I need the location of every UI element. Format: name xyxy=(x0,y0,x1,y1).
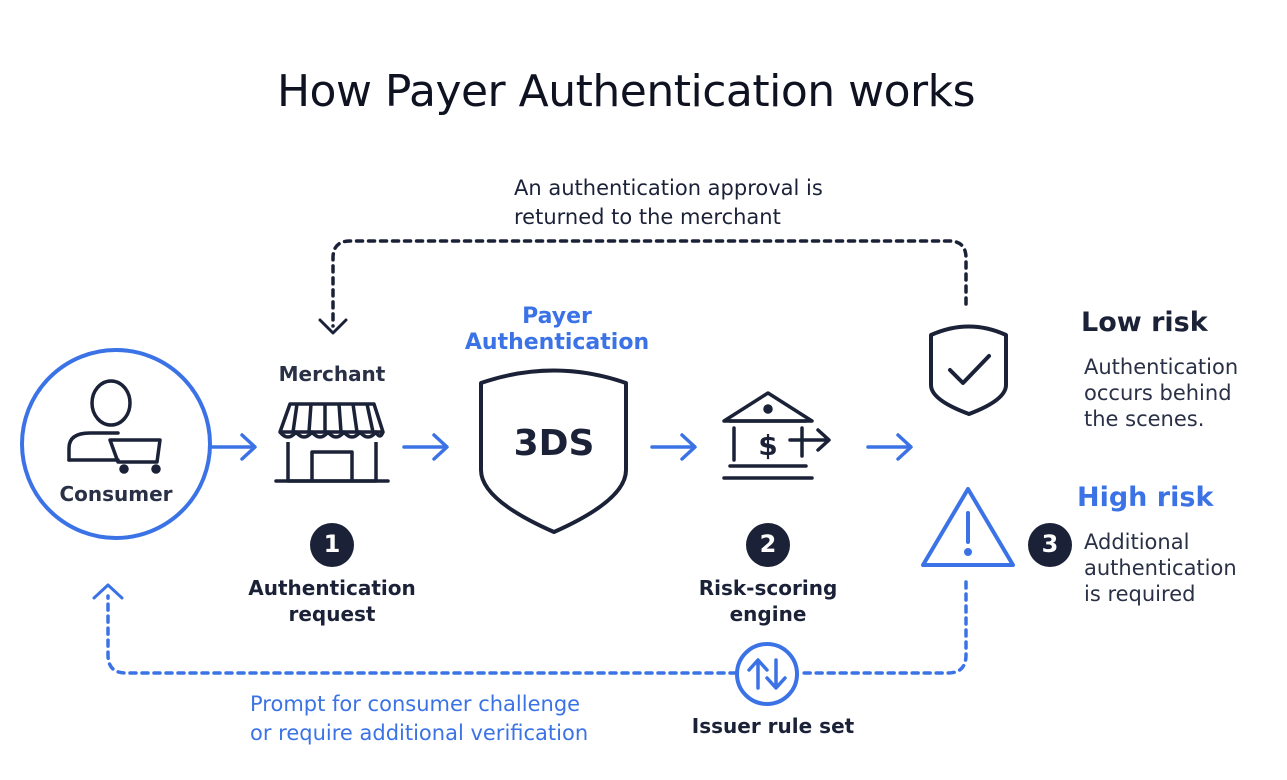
swap-vertical-icon xyxy=(747,658,787,690)
approval-note-line-1: An authentication approval is xyxy=(514,176,823,200)
warning-triangle-icon xyxy=(921,487,1015,567)
challenge-note-line-1: Prompt for consumer challenge xyxy=(250,692,581,716)
step-3-circle xyxy=(1028,523,1072,567)
high-risk-line-2: authentication xyxy=(1084,556,1237,580)
low-risk-line-3: the scenes. xyxy=(1084,407,1205,431)
shield-icon xyxy=(479,368,628,534)
flow-arrow-2 xyxy=(402,433,449,461)
flow-arrow-4 xyxy=(866,433,913,461)
issuer-label: Issuer rule set xyxy=(691,714,855,738)
low-risk-line-2: occurs behind xyxy=(1084,381,1232,405)
diagram-title: How Payer Authentication works xyxy=(276,66,976,117)
issuer-circle xyxy=(735,642,799,706)
low-risk-line-1: Authentication xyxy=(1084,355,1239,379)
approval-return-arrowhead xyxy=(318,318,348,335)
high-risk-line-1: Additional xyxy=(1084,530,1190,554)
step-1-label-line-2: request xyxy=(288,602,376,626)
high-risk-heading: High risk xyxy=(1077,482,1214,513)
approval-return-path xyxy=(331,239,968,328)
flow-arrow-3 xyxy=(650,433,697,461)
step-1-label-line-1: Authentication xyxy=(248,576,416,600)
challenge-note: Prompt for consumer challenge or require… xyxy=(250,690,588,748)
step-2-circle xyxy=(746,523,790,567)
consumer-circle xyxy=(20,348,212,540)
step-2-label-line-2: engine xyxy=(729,602,807,626)
3ds-badge: 3DS xyxy=(513,423,595,464)
svg-text:$: $ xyxy=(758,429,777,462)
step-1-label: Authentication request xyxy=(222,575,442,627)
low-risk-heading: Low risk xyxy=(1081,307,1208,338)
high-risk-line-3: is required xyxy=(1084,582,1196,606)
consumer-label: Consumer xyxy=(59,482,173,506)
storefront-icon xyxy=(274,402,390,483)
step-2-label: Risk-scoring engine xyxy=(668,575,868,627)
challenge-arrowhead xyxy=(92,583,124,600)
step-3-number: 3 xyxy=(1041,530,1059,558)
payer-auth-label: Payer Authentication xyxy=(454,304,660,356)
person-cart-icon xyxy=(67,379,162,474)
step-2-label-line-1: Risk-scoring xyxy=(698,576,838,600)
low-risk-description: Authentication occurs behind the scenes. xyxy=(1084,354,1238,432)
challenge-note-line-2: or require additional verification xyxy=(250,721,589,745)
step-2-number: 2 xyxy=(759,530,777,558)
flow-arrow-1 xyxy=(210,433,257,461)
approval-note-line-2: returned to the merchant xyxy=(514,205,781,229)
challenge-path-left xyxy=(106,594,738,675)
approval-note: An authentication approval is returned t… xyxy=(514,174,823,232)
challenge-path xyxy=(798,580,968,675)
step-1-number: 1 xyxy=(323,530,341,558)
merchant-label: Merchant xyxy=(278,362,386,386)
high-risk-description: Additional authentication is required xyxy=(1084,529,1237,607)
shield-check-icon xyxy=(929,324,1008,416)
payer-auth-label-line-2: Authentication xyxy=(464,330,650,355)
bank-dollar-icon: $ xyxy=(722,391,831,480)
step-1-circle xyxy=(310,523,354,567)
payer-auth-label-line-1: Payer xyxy=(522,304,592,329)
